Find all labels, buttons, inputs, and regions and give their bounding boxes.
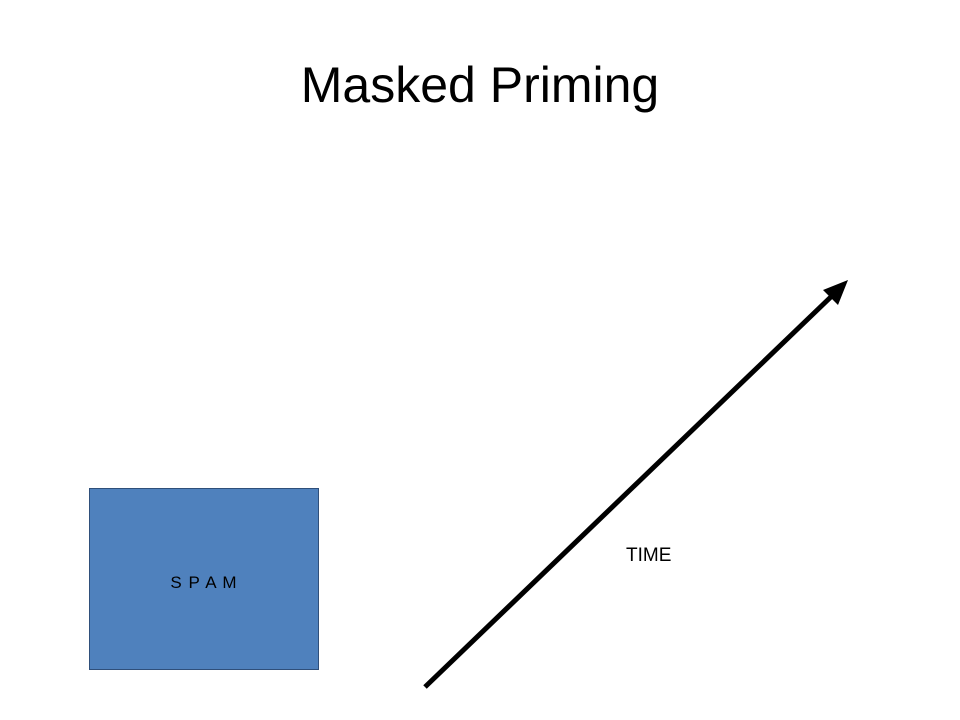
time-arrow-head	[823, 280, 848, 305]
slide-title: Masked Priming	[300, 57, 660, 113]
time-arrow-shaft	[423, 290, 838, 689]
stimulus-box: S P A M	[89, 488, 319, 670]
stimulus-text: S P A M	[170, 573, 238, 592]
time-label: TIME	[626, 545, 672, 566]
